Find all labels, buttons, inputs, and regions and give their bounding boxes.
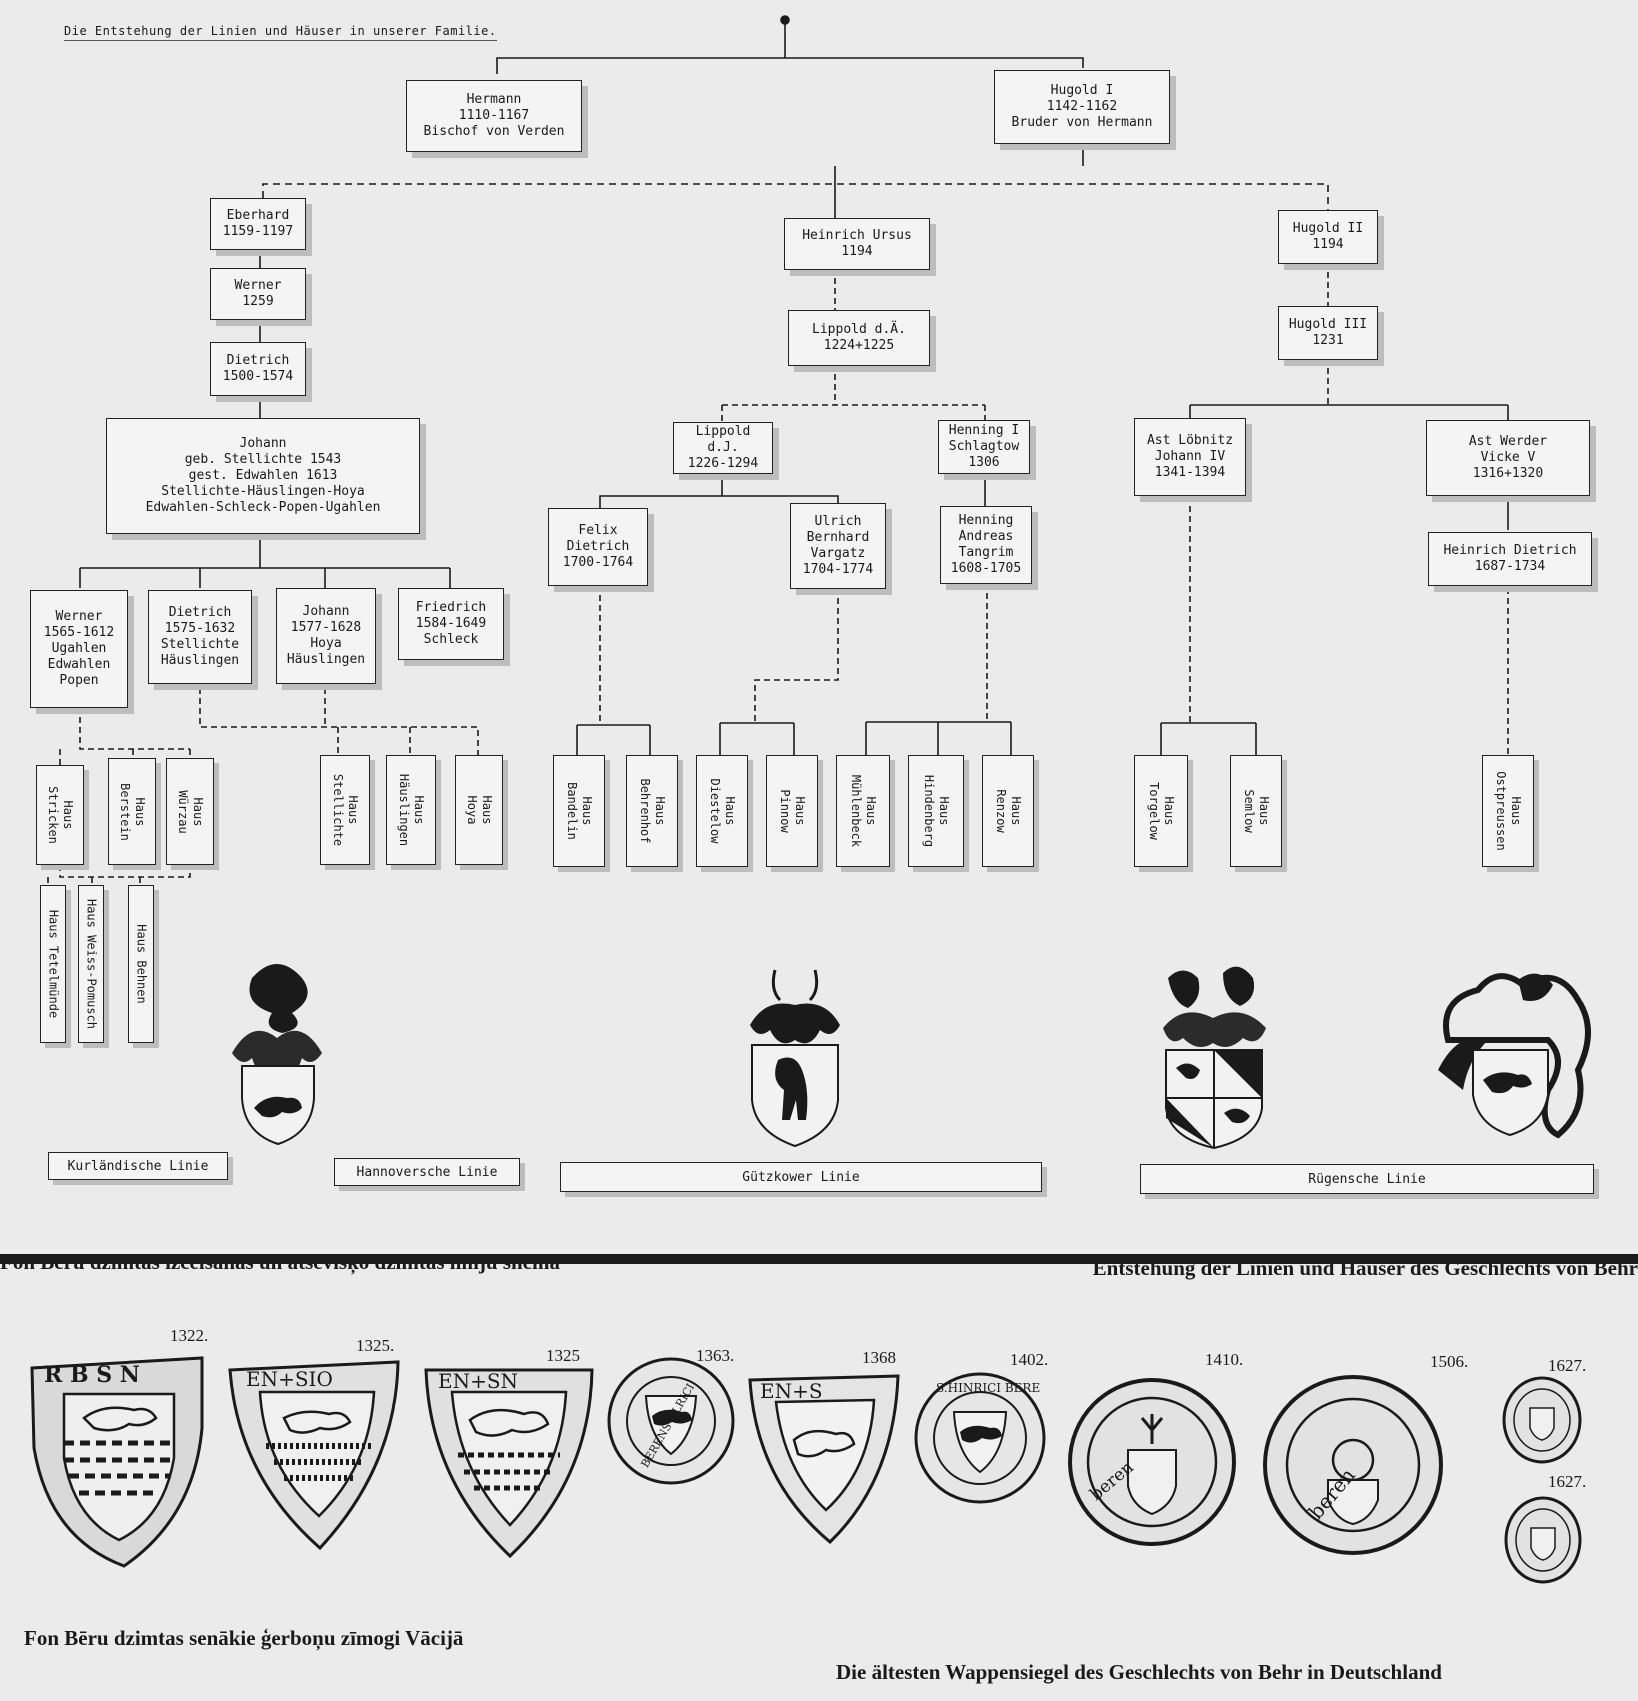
house-bandelin: Haus Bandelin xyxy=(553,755,605,867)
house-haeuslingen: Haus Häuslingen xyxy=(386,755,436,865)
seal-legend-3: EN+SN xyxy=(438,1369,518,1393)
house-behrenhof: Haus Behrenhof xyxy=(626,755,678,867)
house-muehlenbeck: Haus Mühlenbeck xyxy=(836,755,890,867)
seals-caption-lv: Fon Bēru dzimtas senākie ģerboņu zīmogi … xyxy=(24,1626,464,1650)
house-weiss-pomusch: Haus Weiss-Pomusch xyxy=(78,885,104,1043)
node-hermann: Hermann 1110-1167 Bischof von Verden xyxy=(406,80,582,152)
seal-legend-6: S.HINRICI BERE xyxy=(936,1381,1040,1395)
house-behnen: Haus Behnen xyxy=(128,885,154,1043)
kurland-arms-icon xyxy=(232,964,322,1146)
house-diestelow: Haus Diestelow xyxy=(696,755,748,867)
node-werner-1565: Werner 1565-1612 Ugahlen Edwahlen Popen xyxy=(30,590,128,708)
node-dietrich-1575: Dietrich 1575-1632 Stellichte Häuslingen xyxy=(148,590,252,684)
node-hugold-2: Hugold II 1194 xyxy=(1278,210,1378,264)
node-heinrich-dietrich: Heinrich Dietrich 1687-1734 xyxy=(1428,532,1592,586)
seal-legend-5: EN+S xyxy=(760,1379,823,1403)
node-hugold-3: Hugold III 1231 xyxy=(1278,306,1378,360)
node-eberhard: Eberhard 1159-1197 xyxy=(210,198,306,250)
house-semlow: Haus Semlow xyxy=(1230,755,1282,867)
diagram-title: Die Entstehung der Linien und Häuser in … xyxy=(64,24,497,41)
line-label-hannover: Hannoversche Linie xyxy=(334,1158,520,1186)
node-lippold-dj: Lippold d.J. 1226-1294 xyxy=(673,422,773,474)
seal-year-3: 1325 xyxy=(546,1346,580,1365)
section-divider xyxy=(0,1254,1638,1264)
node-henning-1: Henning I Schlagtow 1306 xyxy=(938,420,1030,474)
line-label-guetzkow: Gützkower Linie xyxy=(560,1162,1042,1192)
node-felix: Felix Dietrich 1700-1764 xyxy=(548,508,648,586)
seal-1322-icon: R B S N xyxy=(30,1356,204,1568)
seal-year-2: 1325. xyxy=(356,1336,395,1355)
node-ast-werder: Ast Werder Vicke V 1316+1320 xyxy=(1426,420,1590,496)
seal-1410-icon: beren xyxy=(1068,1378,1236,1546)
node-ulrich: Ulrich Bernhard Vargatz 1704-1774 xyxy=(790,503,886,589)
node-lippold-da: Lippold d.Ä. 1224+1225 xyxy=(788,310,930,366)
node-ast-loebnitz: Ast Löbnitz Johann IV 1341-1394 xyxy=(1134,418,1246,496)
node-johann-1577: Johann 1577-1628 Hoya Häuslingen xyxy=(276,588,376,684)
node-friedrich: Friedrich 1584-1649 Schleck xyxy=(398,588,504,660)
seal-year-7: 1410. xyxy=(1205,1350,1244,1369)
seal-year-6: 1402. xyxy=(1010,1350,1049,1369)
seal-1402-icon: S.HINRICI BERE xyxy=(914,1372,1046,1504)
node-hugold-1: Hugold I 1142-1162 Bruder von Hermann xyxy=(994,70,1170,144)
seal-1506-icon: beren xyxy=(1263,1375,1443,1555)
house-renzow: Haus Renzow xyxy=(982,755,1034,867)
house-hoya: Haus Hoya xyxy=(455,755,503,865)
seal-1368-icon: EN+S xyxy=(748,1374,900,1545)
seal-year-8: 1506. xyxy=(1430,1352,1469,1371)
house-berstein: Haus Berstein xyxy=(108,758,156,865)
guetzkow-arms-icon xyxy=(750,969,840,1148)
node-henning-andreas: Henning Andreas Tangrim 1608-1705 xyxy=(940,506,1032,584)
ruegen-arms-icon xyxy=(1163,966,1266,1150)
seal-legend-1: R B S N xyxy=(44,1362,140,1388)
seal-1325b-icon: EN+SN xyxy=(424,1368,594,1559)
seal-1627b-icon xyxy=(1504,1496,1582,1584)
ostpreussen-arms-icon xyxy=(1438,973,1591,1139)
seal-year-1: 1322. xyxy=(170,1326,209,1345)
node-dietrich: Dietrich 1500-1574 xyxy=(210,342,306,396)
line-label-ruegen: Rügensche Linie xyxy=(1140,1164,1594,1194)
seal-year-9: 1627. xyxy=(1548,1356,1587,1375)
line-label-kurland: Kurländische Linie xyxy=(48,1152,228,1180)
house-hindenberg: Haus Hindenberg xyxy=(908,755,964,867)
house-wuerzau: Haus Würzau xyxy=(166,758,214,865)
seal-year-4: 1363. xyxy=(696,1346,735,1365)
house-stellichte: Haus Stellichte xyxy=(320,755,370,865)
node-heinrich-ursus: Heinrich Ursus 1194 xyxy=(784,218,930,270)
house-tetelmuende: Haus Tetelmünde xyxy=(40,885,66,1043)
seal-1627a-icon xyxy=(1502,1376,1582,1464)
seal-year-10: 1627. xyxy=(1548,1472,1587,1491)
seals-caption-de: Die ältesten Wappensiegel des Geschlecht… xyxy=(836,1660,1442,1684)
node-johann: Johann geb. Stellichte 1543 gest. Edwahl… xyxy=(106,418,420,534)
house-torgelow: Haus Torgelow xyxy=(1134,755,1188,867)
house-ostpreussen: Haus Ostpreussen xyxy=(1482,755,1534,867)
seal-year-5: 1368 xyxy=(862,1348,896,1367)
house-pinnow: Haus Pinnow xyxy=(766,755,818,867)
house-stricken: Haus Stricken xyxy=(36,765,84,865)
node-werner: Werner 1259 xyxy=(210,268,306,320)
seal-legend-2: EN+SIO xyxy=(246,1367,333,1391)
seal-1325a-icon: EN+SIO xyxy=(228,1360,400,1551)
seal-1363-icon: BERENS OLRICI xyxy=(607,1357,735,1485)
